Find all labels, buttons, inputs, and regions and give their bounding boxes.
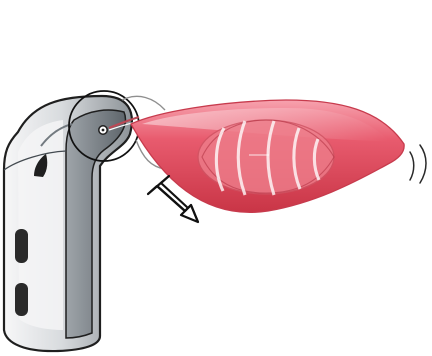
motion-line-outer	[420, 145, 426, 183]
behind-the-ear-hearing-aid-icon	[4, 96, 132, 351]
hearing-aid-switch-bottom	[15, 283, 28, 316]
microphone-port-inner	[102, 129, 105, 132]
motion-line-inner	[410, 152, 414, 180]
hearing-aid-switch-top	[15, 229, 28, 263]
motion-lines-icon	[410, 145, 426, 183]
